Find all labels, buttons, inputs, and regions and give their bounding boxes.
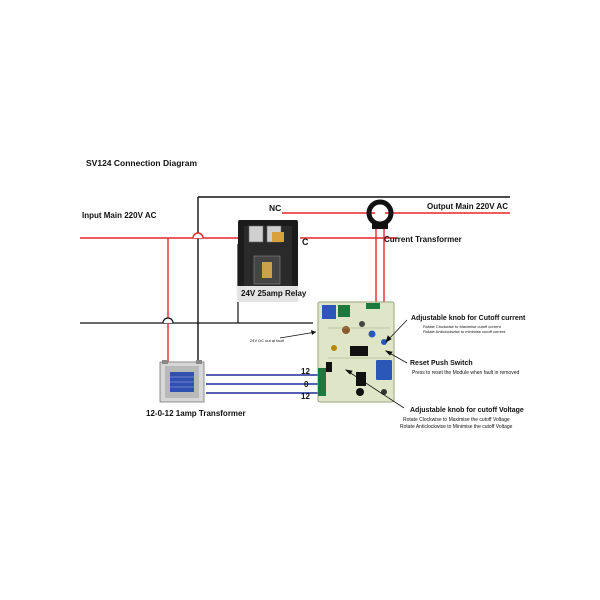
tap-12-bottom: 12	[301, 392, 310, 401]
diagram-title: SV124 Connection Diagram	[86, 158, 197, 168]
wire-hop	[162, 317, 174, 324]
pcb-module	[317, 301, 395, 403]
relay	[236, 220, 300, 302]
relay-label: 24V 25amp Relay	[241, 289, 307, 298]
knob-current-line1: Rotate Clockwise to Maximise cutoff curr…	[423, 324, 502, 329]
wire-hop	[192, 232, 204, 239]
secondary-wires	[206, 374, 320, 394]
output-main-label: Output Main 220V AC	[427, 202, 508, 211]
knob-current-title: Adjustable knob for Cutoff current	[411, 315, 526, 322]
tap-12-top: 12	[301, 367, 310, 376]
relay-note: 24V DC out at fault	[250, 338, 285, 343]
knob-voltage-line2: Rotate Anticlockwise to Minimise the cut…	[400, 424, 513, 430]
reset-title: Reset Push Switch	[410, 360, 473, 367]
step-down-transformer	[159, 360, 205, 403]
relay-note-arrow	[279, 331, 317, 339]
reset-desc: Press to reset the Module when fault in …	[412, 370, 519, 376]
knob-voltage-title: Adjustable knob for cutoff Voltage	[410, 407, 524, 414]
nc-label: NC	[269, 203, 281, 213]
knob-voltage-line1: Rotate Clockwise to Maximise the cutoff …	[403, 417, 510, 423]
input-main-label: Input Main 220V AC	[82, 211, 157, 220]
current-transformer	[366, 199, 394, 229]
live-wires	[80, 212, 510, 366]
tap-0: 0	[304, 380, 309, 389]
transformer-label: 12-0-12 1amp Transformer	[146, 409, 246, 418]
knob-current-line2: Rotate Anticlockwise to minimise cutoff …	[423, 329, 506, 334]
current-transformer-label: Current Transformer	[384, 235, 462, 244]
arrowhead-icon	[311, 330, 316, 335]
c-label: C	[302, 237, 309, 247]
callout-arrows	[344, 319, 408, 409]
